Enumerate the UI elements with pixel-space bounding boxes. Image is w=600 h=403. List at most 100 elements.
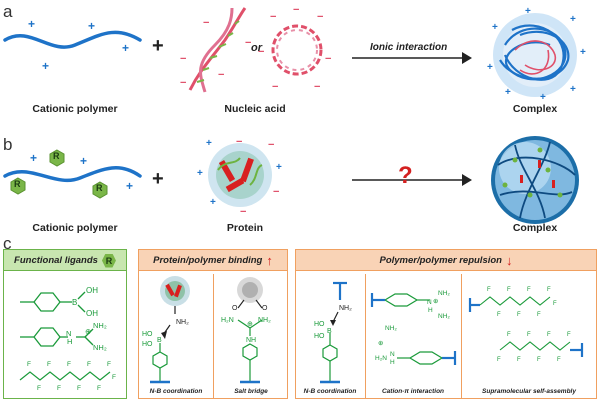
svg-text:−: −: [180, 53, 186, 65]
svg-text:H₂N: H₂N: [375, 355, 387, 362]
svg-text:H: H: [67, 337, 72, 346]
svg-text:NH₂: NH₂: [339, 305, 352, 312]
phenylguanidine-structure: [20, 327, 94, 347]
svg-text:+: +: [88, 19, 95, 33]
svg-text:−: −: [236, 136, 242, 148]
caption-b-cationic-polymer: Cationic polymer: [32, 222, 118, 234]
svg-text:F: F: [497, 312, 501, 318]
svg-text:−: −: [240, 206, 246, 218]
svg-text:B: B: [157, 337, 162, 344]
svg-text:N: N: [66, 329, 71, 338]
caption-a-nucleic-acid: Nucleic acid: [224, 103, 286, 115]
svg-text:F: F: [517, 312, 521, 318]
svg-text:F: F: [57, 385, 61, 392]
svg-text:−: −: [270, 11, 276, 23]
svg-text:+: +: [492, 22, 498, 33]
svg-text:O: O: [232, 305, 238, 312]
svg-text:F: F: [527, 332, 531, 338]
functional-ligands-title: Functional ligands R: [3, 252, 127, 269]
fluorocarbon-chain-structure: [19, 371, 111, 381]
svg-text:F: F: [67, 361, 71, 368]
plus-sign-a: +: [152, 35, 164, 57]
svg-text:−: −: [245, 37, 251, 49]
phenylguanidine-labels: NH NH₂ NH₂ ⊕: [66, 321, 107, 352]
svg-text:⊕: ⊕: [433, 298, 439, 305]
svg-text:F: F: [87, 361, 91, 368]
svg-text:F: F: [27, 361, 31, 368]
complex-b-icon: [491, 136, 579, 224]
svg-text:NH₂: NH₂: [176, 319, 189, 326]
svg-text:+: +: [28, 17, 35, 31]
protein-binding-header: [138, 249, 288, 271]
svg-text:F: F: [497, 357, 501, 363]
svg-text:−: −: [258, 46, 264, 58]
svg-text:F: F: [537, 357, 541, 363]
svg-text:HO: HO: [314, 321, 325, 328]
svg-text:B: B: [72, 298, 77, 307]
protein-blob-small-2: [237, 277, 263, 303]
svg-text:+: +: [570, 84, 576, 95]
svg-text:+: +: [80, 154, 87, 168]
functional-ligands-header: [3, 249, 127, 271]
polymer-repulsion-title: Polymer/polymer repulsion ↓: [379, 253, 513, 268]
caption-self-assembly: Supramolecular self-assembly: [482, 388, 576, 395]
ligand-r-2: R: [14, 179, 21, 189]
svg-text:NH₂: NH₂: [438, 313, 450, 320]
phenylboronic-acid-structure: [20, 291, 86, 313]
panel-label-a: a: [3, 2, 13, 21]
svg-text:⊕: ⊕: [378, 340, 384, 347]
svg-text:F: F: [507, 332, 511, 338]
ionic-interaction-label: Ionic interaction: [370, 42, 448, 53]
caption-b-complex: Complex: [512, 222, 558, 234]
plus-sign-b: +: [152, 168, 164, 190]
svg-text:−: −: [218, 69, 224, 81]
positive-charges-b: + + +: [30, 151, 133, 193]
svg-text:⊕: ⊕: [85, 327, 91, 336]
polymer-repulsion-header: [295, 249, 597, 271]
svg-text:NH₂: NH₂: [438, 290, 450, 297]
svg-text:NH₂: NH₂: [258, 317, 271, 324]
svg-text:N: N: [427, 299, 432, 306]
caption-a-complex: Complex: [512, 103, 558, 115]
svg-text:+: +: [487, 62, 493, 73]
dna-helix-icon: − − − − −: [180, 7, 251, 93]
svg-text:HO: HO: [142, 341, 153, 348]
svg-text:OH: OH: [86, 286, 98, 295]
ligand-badge: R: [101, 253, 116, 268]
ligand-hexagons: [10, 149, 108, 199]
svg-text:−: −: [273, 186, 279, 198]
svg-text:−: −: [317, 11, 323, 23]
svg-text:N: N: [390, 351, 395, 358]
cationic-polymer-strand: [3, 30, 142, 49]
svg-text:−: −: [325, 53, 331, 65]
svg-text:H: H: [428, 307, 433, 314]
svg-text:+: +: [122, 41, 129, 55]
svg-text:NH₂: NH₂: [385, 325, 397, 332]
ligand-r-3: R: [96, 183, 103, 193]
caption-nb-coordination-2: N-B coordination: [303, 388, 357, 395]
svg-text:F: F: [547, 287, 551, 293]
svg-text:OH: OH: [86, 309, 98, 318]
down-arrow-icon: ↓: [505, 253, 513, 268]
svg-text:+: +: [276, 162, 282, 173]
svg-text:−: −: [180, 77, 186, 89]
or-text: or: [251, 42, 262, 54]
protein-icon: +++ + −−− −: [197, 136, 282, 218]
svg-text:F: F: [547, 332, 551, 338]
svg-text:+: +: [197, 168, 203, 179]
svg-text:NH: NH: [246, 337, 256, 344]
caption-salt-bridge: Salt bridge: [234, 388, 268, 395]
svg-text:F: F: [557, 357, 561, 363]
protein-binding-title: Protein/polymer binding ↑: [153, 253, 273, 268]
svg-text:+: +: [210, 197, 216, 208]
svg-text:+: +: [580, 47, 586, 58]
repulsion-divider-2: [461, 274, 462, 398]
svg-text:+: +: [126, 179, 133, 193]
svg-text:NH₂: NH₂: [93, 321, 107, 330]
svg-text:+: +: [570, 14, 576, 25]
svg-text:B: B: [327, 328, 332, 335]
svg-text:H: H: [390, 359, 395, 366]
svg-text:+: +: [30, 151, 37, 165]
